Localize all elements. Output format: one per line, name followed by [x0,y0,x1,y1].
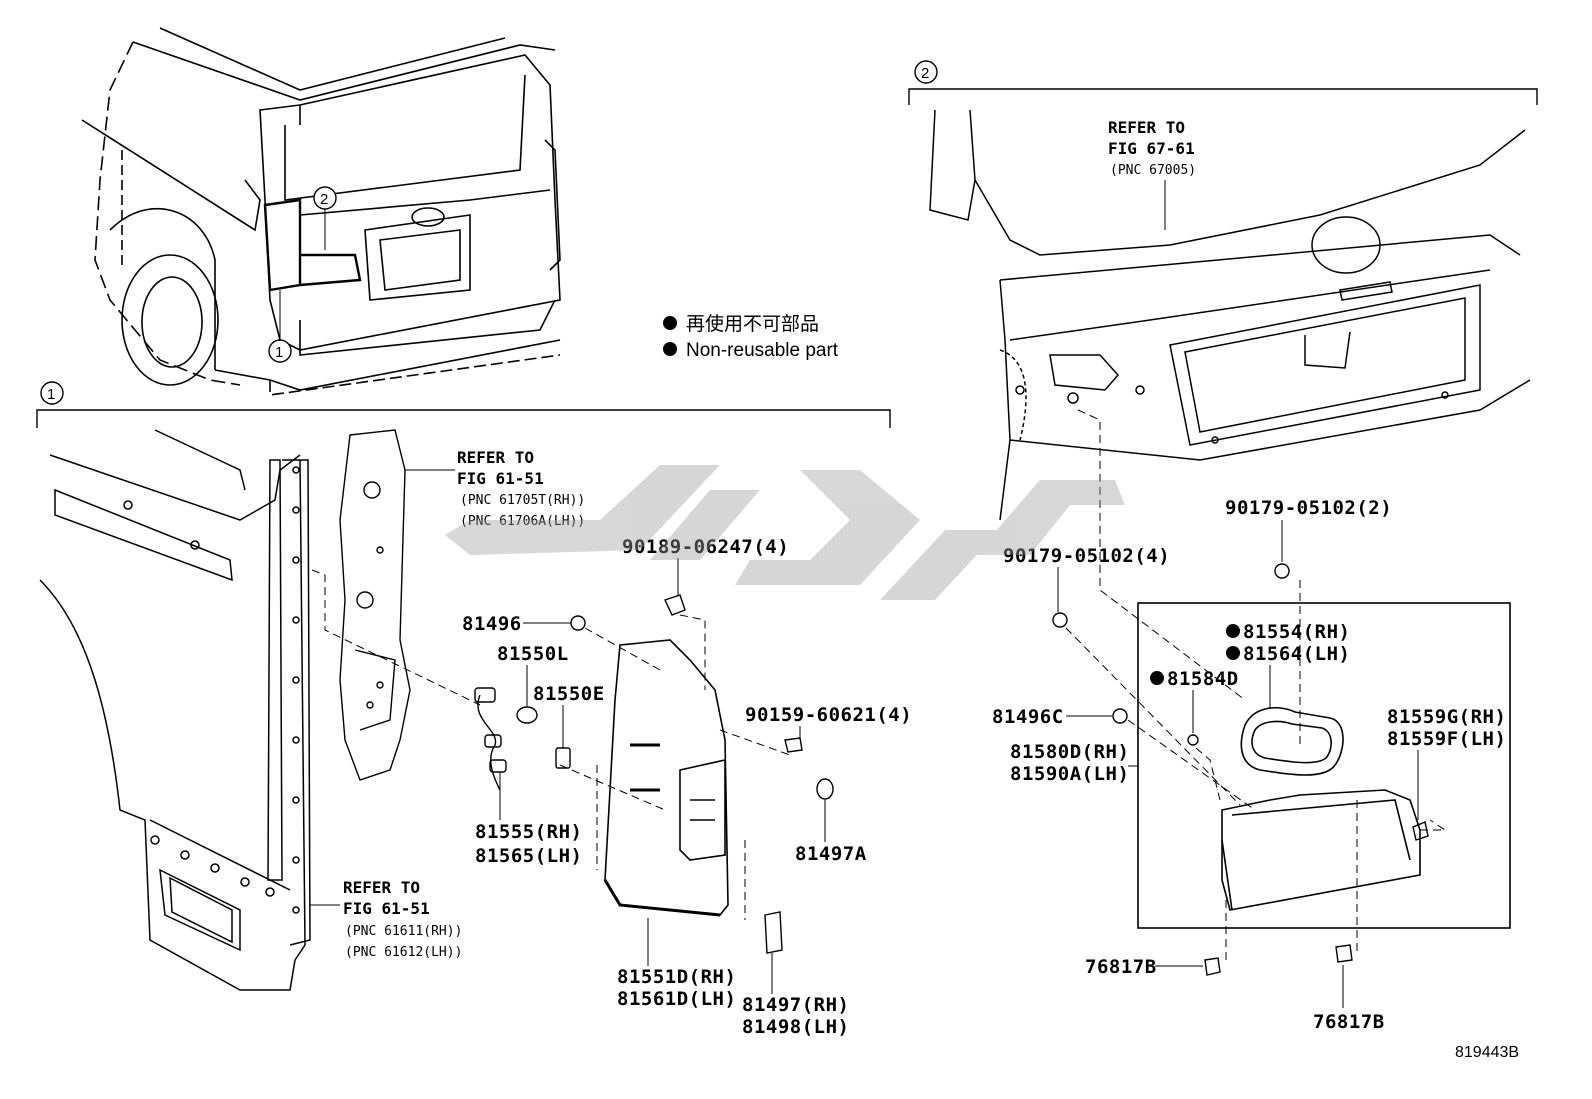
legend-chinese: 再使用不可部品 [686,313,819,335]
svg-text:FIG 61-51: FIG 61-51 [457,469,544,488]
svg-text:81497A: 81497A [795,843,867,865]
svg-text:81554(RH): 81554(RH) [1243,621,1350,643]
svg-text:81498(LH): 81498(LH) [742,1016,849,1038]
svg-text:76817B: 76817B [1085,956,1157,978]
svg-text:81561D(LH): 81561D(LH) [617,988,736,1010]
part-label-90189-06247[interactable]: 90189-06247(4) [622,536,789,595]
part-label-76817B-left[interactable]: 76817B [1085,956,1203,978]
diagram-code: 819443B [1455,1044,1519,1061]
lamp-gasket [1240,706,1344,776]
part-label-81584D[interactable]: 81584D [1150,668,1239,733]
svg-text:FIG 61-51: FIG 61-51 [343,899,430,918]
section-2-leader-lines [1065,409,1447,965]
ref-fig6151-lower: REFER TO FIG 61-51 (PNC 61611(RH)) (PNC … [310,878,462,960]
svg-text:81497(RH): 81497(RH) [742,994,849,1016]
van-overview-illustration [81,27,561,396]
svg-text:81559F(LH): 81559F(LH) [1387,728,1506,750]
svg-text:81580D(RH): 81580D(RH) [1010,741,1129,763]
part-label-81559G-81559F[interactable]: 81559G(RH) 81559F(LH) [1387,706,1506,820]
svg-text:81584D: 81584D [1167,668,1239,690]
svg-text:(PNC 67005): (PNC 67005) [1110,163,1196,178]
svg-text:81555(RH): 81555(RH) [475,821,582,843]
svg-text:81565(LH): 81565(LH) [475,845,582,867]
ref-fig6151-upper: REFER TO FIG 61-51 (PNC 61705T(RH)) (PNC… [405,448,585,529]
part-label-81555-81565[interactable]: 81555(RH) 81565(LH) [475,772,582,867]
svg-text:81550E: 81550E [533,683,605,705]
svg-text:FIG 67-61: FIG 67-61 [1108,139,1195,158]
svg-text:90179-05102(4): 90179-05102(4) [1003,545,1170,567]
svg-text:REFER TO: REFER TO [1108,118,1185,137]
svg-text:81496C: 81496C [992,706,1064,728]
svg-text:81564(LH): 81564(LH) [1243,643,1350,665]
svg-text:90179-05102(2): 90179-05102(2) [1225,497,1392,519]
callout-2-overview: 2 [313,186,337,250]
part-label-81496[interactable]: 81496 [462,613,571,635]
svg-text:1: 1 [275,344,283,361]
part-label-81497-81498[interactable]: 81497(RH) 81498(LH) [742,953,849,1038]
svg-text:REFER TO: REFER TO [457,448,534,467]
part-label-81580D-81590A[interactable]: 81580D(RH) 81590A(LH) [1010,741,1138,785]
part-label-81550E[interactable]: 81550E [533,683,605,748]
svg-text:90189-06247(4): 90189-06247(4) [622,536,789,558]
quarter-panel-illustration [39,429,311,991]
svg-text:(PNC 61706A(LH)): (PNC 61706A(LH)) [460,514,585,529]
part-label-81551D-81561D[interactable]: 81551D(RH) 81561D(LH) [617,918,736,1010]
part-label-81550L[interactable]: 81550L [497,643,569,706]
svg-text:1: 1 [47,386,55,403]
svg-text:2: 2 [320,191,328,208]
svg-text:(PNC 61611(RH)): (PNC 61611(RH)) [345,924,462,939]
part-label-81497A[interactable]: 81497A [795,800,867,865]
part-label-90159-60621[interactable]: 90159-60621(4) [745,704,912,738]
part-label-76817B-bottom[interactable]: 76817B [1313,965,1385,1033]
svg-text:81590A(LH): 81590A(LH) [1010,763,1129,785]
svg-text:(PNC 61612(LH)): (PNC 61612(LH)) [345,945,462,960]
svg-text:81559G(RH): 81559G(RH) [1387,706,1506,728]
section-2-fasteners [1052,563,1429,976]
part-label-90179-05102-4[interactable]: 90179-05102(4) [1003,545,1170,612]
svg-text:76817B: 76817B [1313,1011,1385,1033]
tail-lamp-rear-housing [603,639,729,917]
svg-text:2: 2 [921,65,929,82]
svg-text:81550L: 81550L [497,643,569,665]
lamp-lens-assembly [1221,789,1421,911]
section-2-header: 2 [908,60,1538,105]
wire-harness [474,687,571,791]
callout-1-overview: 1 [268,290,292,363]
back-door-illustration [929,109,1531,521]
svg-text:(PNC 61705T(RH)): (PNC 61705T(RH)) [460,493,585,508]
part-label-81554-81564[interactable]: 81554(RH) 81564(LH) [1226,621,1350,708]
svg-text:81496: 81496 [462,613,522,635]
section-1-leader-lines [311,569,791,920]
pillar-reinforcement-illustration [339,429,411,781]
watermark-logo [445,465,1125,600]
legend: 再使用不可部品 Non-reusable part [663,313,839,361]
ref-fig6761: REFER TO FIG 67-61 (PNC 67005) [1108,118,1196,230]
part-label-81496C[interactable]: 81496C [992,706,1112,728]
svg-text:90159-60621(4): 90159-60621(4) [745,704,912,726]
svg-text:81551D(RH): 81551D(RH) [617,966,736,988]
legend-english: Non-reusable part [686,340,839,361]
part-label-90179-05102-2[interactable]: 90179-05102(2) [1225,497,1392,562]
svg-text:REFER TO: REFER TO [343,878,420,897]
section-1-header: 1 [36,381,891,428]
